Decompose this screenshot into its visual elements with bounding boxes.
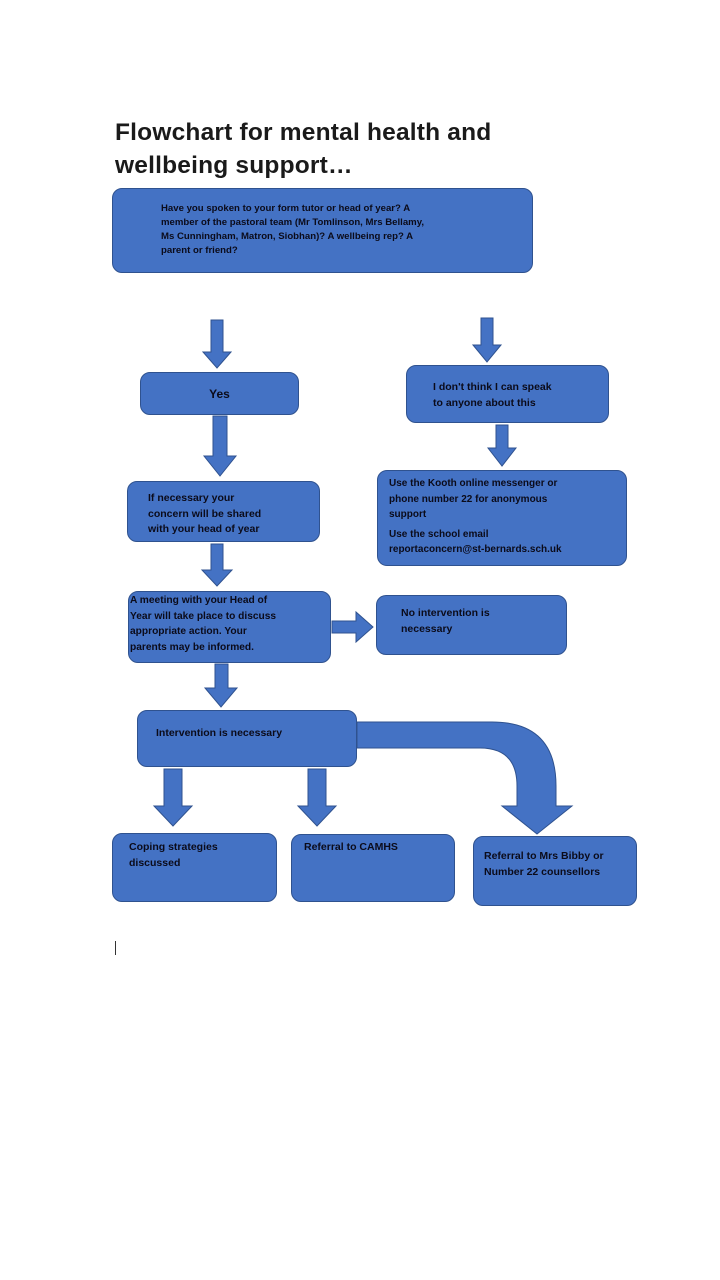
yes-text: Yes [209,387,230,401]
arrow-cant-speak-to-kooth [486,424,518,467]
arrow-meeting-to-intervention [203,663,239,708]
yes-box: Yes [140,372,299,415]
concern-shared-text: If necessary your concern will be shared… [148,492,262,535]
page-title: Flowchart for mental health and wellbein… [115,119,492,179]
arrow-yes-to-concern [202,415,238,477]
arrow-to-yes [201,319,233,369]
arrow-meeting-to-no-intervention [331,610,374,644]
arrow-to-camhs [296,768,338,827]
coping-text: Coping strategies discussed [129,841,218,869]
cant-speak-text: I don't think I can speak to anyone abou… [433,381,552,409]
cant-speak-box: I don't think I can speak to anyone abou… [406,365,609,423]
concern-shared-box: If necessary your concern will be shared… [127,481,320,542]
counsellors-text: Referral to Mrs Bibby or Number 22 couns… [484,850,604,878]
meeting-box: A meeting with your Head of Year will ta… [128,591,331,663]
text-cursor [115,941,116,955]
no-intervention-text: No intervention is necessary [401,607,490,635]
arrow-to-coping [152,768,194,827]
no-intervention-box: No intervention is necessary [376,595,567,655]
camhs-box: Referral to CAMHS [291,834,455,902]
intervention-box: Intervention is necessary [137,710,357,767]
counsellors-box: Referral to Mrs Bibby or Number 22 couns… [473,836,637,906]
kooth-box: Use the Kooth online messenger or phone … [377,470,627,566]
arrow-to-counsellors [356,721,574,835]
school-email-text: Use the school email reportaconcern@st-b… [389,528,562,556]
kooth-text: Use the Kooth online messenger or phone … [389,478,558,520]
coping-box: Coping strategies discussed [112,833,277,902]
arrow-concern-to-meeting [200,543,234,587]
intervention-text: Intervention is necessary [156,727,283,739]
camhs-text: Referral to CAMHS [304,841,398,853]
question-box: Have you spoken to your form tutor or he… [112,188,533,273]
question-text: Have you spoken to your form tutor or he… [161,203,424,256]
meeting-text: A meeting with your Head of Year will ta… [130,595,277,653]
arrow-to-cant-speak [471,317,503,363]
